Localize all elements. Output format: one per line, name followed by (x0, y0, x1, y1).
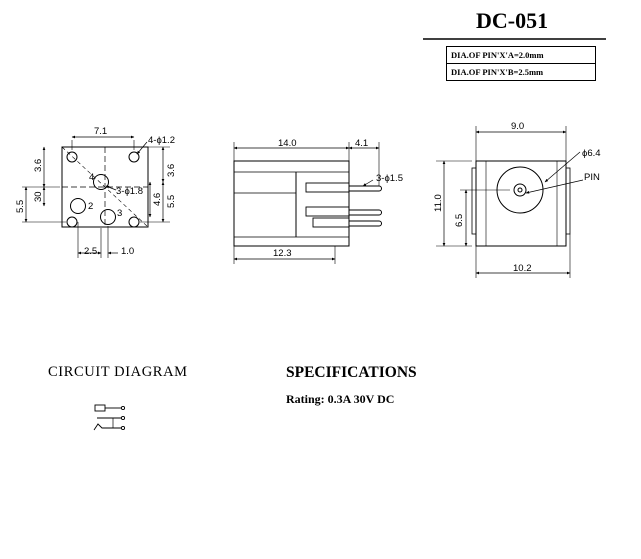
pin-hole (70, 198, 86, 214)
dim-label: 3.6 (33, 159, 44, 172)
mount-hole (66, 151, 78, 163)
side-pin (305, 182, 350, 193)
mount-hole (66, 216, 78, 228)
pin-number-label: 2 (88, 201, 93, 212)
dim-label: 12.3 (273, 248, 292, 259)
pin-hole (93, 174, 109, 190)
dim-label: 14.0 (278, 138, 297, 149)
pin-number-label: 4 (89, 172, 94, 183)
side-pin (305, 206, 350, 217)
dim-label: 6.5 (454, 214, 465, 227)
dim-label: 5.5 (166, 195, 177, 208)
dc-jack-symbol (93, 404, 126, 431)
pin-hole (100, 209, 116, 225)
dim-label: 10.2 (513, 263, 532, 274)
center-pin (513, 183, 527, 197)
dim-label: 3.6 (166, 164, 177, 177)
side-view-labels: 14.0 4.1 3-ϕ1.5 12.3 (273, 138, 403, 259)
specifications-title: SPECIFICATIONS (286, 364, 417, 381)
dim-label: 4.6 (152, 193, 163, 206)
center-pin (517, 187, 523, 193)
front-view-body (475, 160, 567, 247)
front-view-labels: 9.0 ϕ6.4 PIN 11.0 6.5 10.2 (433, 121, 601, 274)
dim-label: 1.0 (121, 246, 134, 257)
dim-label: 9.0 (511, 121, 524, 132)
table-row: DIA.OF PIN'X'B=2.5mm (446, 63, 596, 81)
dim-label: 4-ϕ1.2 (148, 135, 175, 146)
dim-label: 2.5 (84, 246, 97, 257)
side-view-body (233, 160, 350, 247)
dim-label: 7.1 (94, 126, 107, 137)
dim-label: 11.0 (433, 194, 444, 212)
dim-label: 3-ϕ1.8 (116, 186, 143, 197)
front-view (436, 126, 584, 278)
circuit-diagram-title: CIRCUIT DIAGRAM (48, 364, 188, 380)
rating-text: Rating: 0.3A 30V DC (286, 392, 395, 406)
mount-hole (128, 151, 140, 163)
dim-label: ϕ6.4 (582, 148, 601, 159)
bottom-view (22, 135, 170, 258)
side-pin (312, 217, 350, 228)
dim-label: PIN (584, 172, 600, 183)
side-view (233, 142, 382, 264)
pin-number-label: 3 (117, 208, 122, 219)
dim-label: 3-ϕ1.5 (376, 173, 403, 184)
dim-label: 4.1 (355, 138, 368, 149)
pin-b-diameter: DIA.OF PIN'X'B=2.5mm (446, 63, 596, 81)
mount-hole (128, 216, 140, 228)
dim-label: 5.5 (15, 200, 26, 213)
bottom-view-labels: 7.1 4-ϕ1.2 3.6 30 5.5 3-ϕ1.8 3.6 4.6 5.5… (15, 126, 177, 257)
pin-diameter-table: DIA.OF PIN'X'A=2.0mm DIA.OF PIN'X'B=2.5m… (446, 46, 596, 81)
part-number-title: DC-051 (476, 8, 549, 33)
dim-label: 30 (33, 191, 44, 202)
